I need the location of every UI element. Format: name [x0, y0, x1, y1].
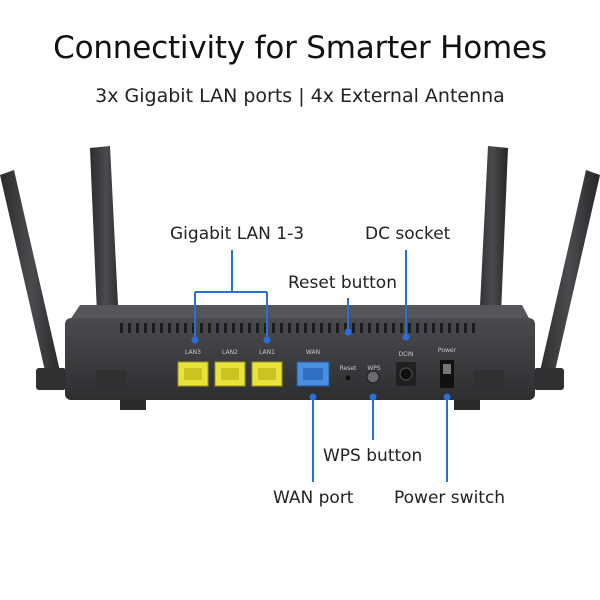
antenna-base-inner-right [474, 370, 504, 390]
wan-port [296, 361, 330, 387]
router-vents [120, 323, 475, 333]
wps-button-shape [366, 370, 380, 384]
router-label-dcin: DCIN [398, 351, 413, 358]
callout-dots [191, 328, 451, 401]
callout-dc-socket: DC socket [365, 224, 451, 244]
page-title: Connectivity for Smarter Homes [53, 30, 547, 66]
lan1-port [251, 361, 283, 387]
antenna-hinge-right [534, 368, 564, 390]
router-label-lan2: LAN2 [222, 349, 238, 356]
router-top [70, 305, 530, 320]
page-subtitle: 3x Gigabit LAN ports | 4x External Anten… [95, 85, 505, 107]
lan-ports [177, 361, 283, 387]
callout-wps-button: WPS button [323, 446, 423, 466]
router-label-reset: Reset [340, 365, 357, 372]
router-label-lan1: LAN1 [259, 349, 275, 356]
callout-lines [194, 250, 448, 482]
router-foot-left [120, 400, 146, 410]
reset-pinhole [345, 375, 351, 381]
callout-reset-button: Reset button [288, 273, 397, 293]
antenna-hinge-left [36, 368, 66, 390]
router-label-lan3: LAN3 [185, 349, 201, 356]
router-label-wps: WPS [367, 365, 381, 372]
router-label-power: Power [438, 347, 457, 354]
antenna-outer-left [0, 170, 62, 384]
router-foot-right [454, 400, 480, 410]
callout-power-switch: Power switch [394, 488, 506, 508]
antenna-outer-right [538, 170, 600, 384]
router-label-wan: WAN [306, 349, 320, 356]
callout-wan-port: WAN port [273, 488, 354, 508]
callout-gigabit-lan: Gigabit LAN 1-3 [170, 224, 305, 244]
antenna-base-inner-left [96, 370, 126, 390]
